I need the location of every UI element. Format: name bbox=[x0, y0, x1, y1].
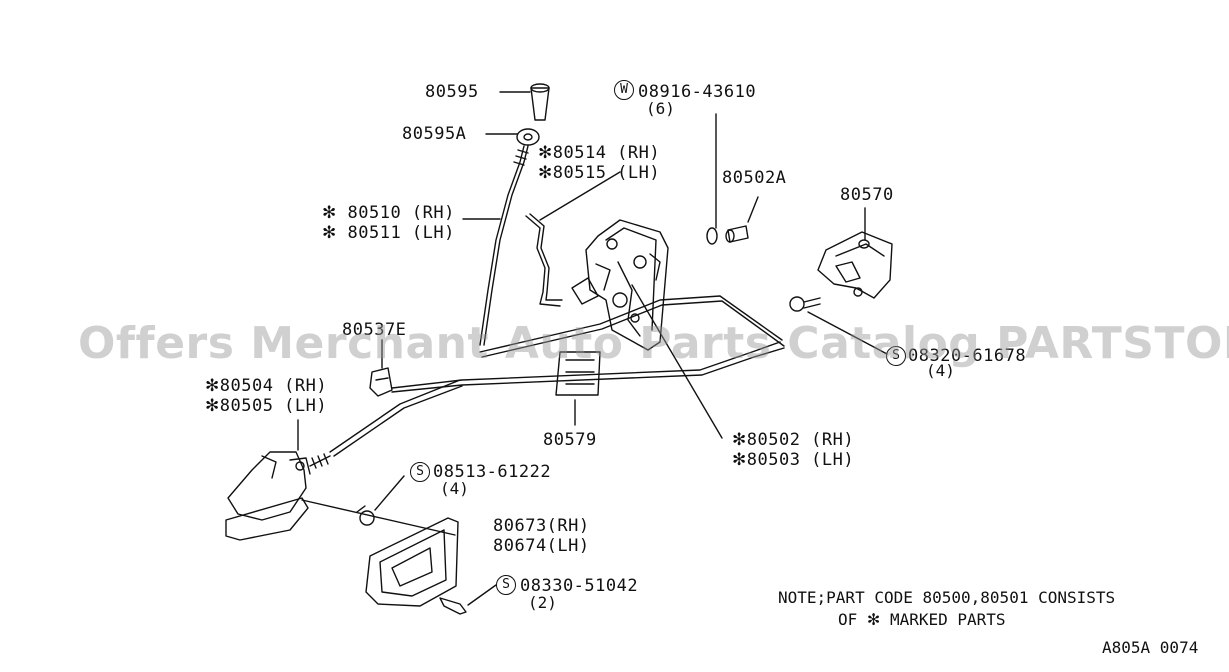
w-circle-mark: W bbox=[614, 80, 634, 100]
escutcheon-screw bbox=[439, 597, 467, 615]
guide-bracket bbox=[555, 351, 601, 396]
connecting-rods bbox=[329, 295, 785, 457]
label-80537E: 80537E bbox=[342, 320, 407, 340]
qty-08513: (4) bbox=[440, 479, 469, 498]
label-80595A: 80595A bbox=[402, 124, 467, 144]
door-lock-assembly bbox=[571, 219, 669, 351]
handle-screw bbox=[356, 505, 375, 526]
label-08330-51042: 08330-51042 bbox=[520, 576, 639, 596]
asterisk-mark: ✻ bbox=[538, 163, 553, 183]
asterisk-mark: ✻ bbox=[205, 376, 220, 396]
qty-08330: (2) bbox=[528, 593, 557, 612]
label-80510: ✻ 80510 (RH) bbox=[322, 203, 455, 223]
label-80504: ✻80504 (RH) bbox=[205, 376, 328, 396]
asterisk-mark: ✻ bbox=[866, 610, 881, 629]
knob-bezel bbox=[516, 128, 540, 146]
qty-08320: (4) bbox=[926, 361, 955, 380]
asterisk-mark: ✻ bbox=[732, 430, 747, 450]
label-08320-61678: 08320-61678 bbox=[908, 346, 1027, 366]
asterisk-mark: ✻ bbox=[732, 450, 747, 470]
asterisk-mark: ✻ bbox=[322, 203, 337, 223]
lock-knob bbox=[530, 83, 550, 121]
note-line-1: NOTE;PART CODE 80500,80501 CONSISTS bbox=[778, 588, 1116, 607]
label-80502: ✻80502 (RH) bbox=[732, 430, 855, 450]
label-80674: 80674(LH) bbox=[493, 536, 590, 556]
asterisk-mark: ✻ bbox=[322, 223, 337, 243]
note-line-2: OF ✻ MARKED PARTS bbox=[838, 610, 1006, 629]
handle-escutcheon bbox=[365, 517, 459, 607]
label-80503: ✻80503 (LH) bbox=[732, 450, 855, 470]
inner-handle-lever bbox=[225, 497, 309, 541]
lock-rod bbox=[479, 145, 529, 346]
s-circle-mark: S bbox=[496, 575, 516, 595]
label-80570: 80570 bbox=[840, 185, 894, 205]
label-80515: ✻80515 (LH) bbox=[538, 163, 661, 183]
label-80514: ✻80514 (RH) bbox=[538, 143, 661, 163]
door-striker bbox=[817, 231, 893, 299]
asterisk-mark: ✻ bbox=[538, 143, 553, 163]
qty-08916: (6) bbox=[646, 99, 675, 118]
rod-80514 bbox=[525, 213, 563, 307]
label-80595: 80595 bbox=[425, 82, 479, 102]
rod-clip bbox=[369, 367, 393, 397]
label-80511: ✻ 80511 (LH) bbox=[322, 223, 455, 243]
label-80502A: 80502A bbox=[722, 168, 787, 188]
label-80505: ✻80505 (LH) bbox=[205, 396, 328, 416]
handle-mechanism bbox=[227, 451, 331, 521]
s-circle-mark: S bbox=[886, 346, 906, 366]
label-08513-61222: 08513-61222 bbox=[433, 462, 552, 482]
asterisk-mark: ✻ bbox=[205, 396, 220, 416]
s-circle-mark: S bbox=[410, 462, 430, 482]
washer-and-screw bbox=[706, 225, 749, 245]
label-80673: 80673(RH) bbox=[493, 516, 590, 536]
label-08916-43610: 08916-43610 bbox=[638, 82, 757, 102]
label-80579: 80579 bbox=[543, 430, 597, 450]
striker-screws bbox=[789, 296, 821, 312]
diagram-code: A805A 0074 bbox=[1102, 638, 1199, 657]
